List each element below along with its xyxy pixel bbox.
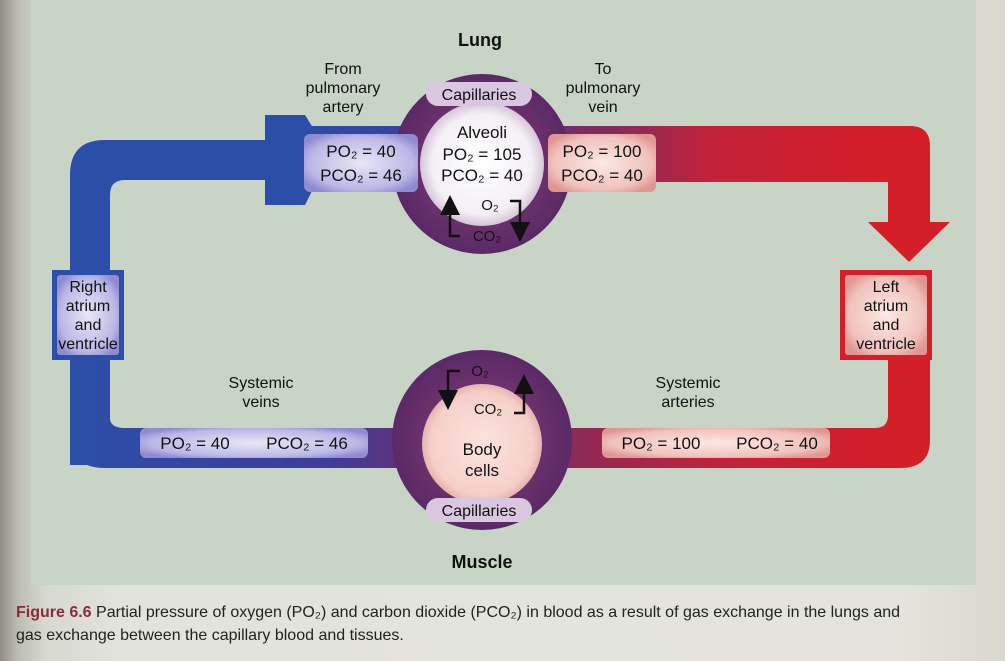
muscle-co2-label: CO₂ bbox=[474, 401, 503, 418]
from-pulmonary-artery-3: artery bbox=[323, 99, 364, 116]
caption-text-1: Partial pressure of oxygen (PO₂) and car… bbox=[96, 604, 901, 621]
to-pulmonary-vein-2: pulmonary bbox=[566, 80, 641, 97]
lung-o2-arrow bbox=[510, 199, 530, 242]
capillaries-top-label: Capillaries bbox=[442, 87, 517, 104]
muscle-label: Muscle bbox=[451, 552, 512, 572]
systemic-arteries-2: arteries bbox=[661, 394, 714, 411]
pulmonary-vein-arrowhead bbox=[868, 222, 950, 262]
figure-number: Figure 6.6 bbox=[16, 604, 92, 621]
pulmonary-artery-gas-box bbox=[304, 134, 418, 192]
lung-label: Lung bbox=[458, 30, 502, 50]
systemic-veins-1: Systemic bbox=[229, 375, 294, 392]
systemic-arteries-gas-box bbox=[602, 428, 830, 458]
pv-po2: PO₂ = 100 bbox=[563, 142, 642, 161]
capillaries-top-pill bbox=[426, 82, 532, 106]
sa-pco2: PCO₂ = 40 bbox=[736, 434, 818, 453]
alveoli-po2: PO₂ = 105 bbox=[443, 145, 522, 164]
figure-caption: Figure 6.6 Partial pressure of oxygen (P… bbox=[0, 598, 1005, 661]
pv-pco2: PCO₂ = 40 bbox=[561, 166, 643, 185]
left-heart-2: atrium bbox=[864, 298, 908, 315]
capillaries-bottom-label: Capillaries bbox=[442, 503, 517, 520]
figure-panel: Lung Muscle From pulmonary artery To pul… bbox=[30, 0, 976, 585]
sa-po2: PO₂ = 100 bbox=[622, 434, 701, 453]
right-heart-1: Right bbox=[69, 279, 107, 296]
left-heart-inner bbox=[845, 275, 927, 355]
left-heart-3: and bbox=[873, 317, 900, 334]
caption-line-2: gas exchange between the capillary blood… bbox=[16, 625, 404, 647]
systemic-veins-gas-box bbox=[140, 428, 368, 458]
right-heart-4: ventricle bbox=[58, 336, 118, 353]
gas-exchange-diagram: Lung Muscle From pulmonary artery To pul… bbox=[52, 30, 950, 572]
body-cells-circle bbox=[422, 384, 542, 504]
right-heart-3: and bbox=[75, 317, 102, 334]
systemic-veins-2: veins bbox=[242, 394, 279, 411]
lung-co2-label: CO₂ bbox=[473, 228, 502, 245]
pulmonary-vein-gas-box bbox=[548, 134, 656, 192]
pa-pco2: PCO₂ = 46 bbox=[320, 166, 402, 185]
muscle-o2-arrow bbox=[438, 369, 460, 410]
sv-po2: PO₂ = 40 bbox=[160, 434, 229, 453]
right-heart-inner bbox=[57, 275, 119, 355]
muscle-co2-arrow bbox=[514, 374, 534, 415]
from-pulmonary-artery-2: pulmonary bbox=[306, 80, 381, 97]
alveoli-label: Alveoli bbox=[457, 123, 507, 142]
muscle-o2-label: O₂ bbox=[471, 363, 489, 380]
pa-po2: PO₂ = 40 bbox=[326, 142, 395, 161]
to-pulmonary-vein-1: To bbox=[595, 61, 612, 78]
from-pulmonary-artery-1: From bbox=[324, 61, 361, 78]
caption-line-1: Figure 6.6 Partial pressure of oxygen (P… bbox=[16, 602, 900, 624]
left-heart-4: ventricle bbox=[856, 336, 916, 353]
caption-text-2: between the capillary blood and tissues. bbox=[120, 627, 404, 644]
systemic-arteries-1: Systemic bbox=[656, 375, 721, 392]
sv-pco2: PCO₂ = 46 bbox=[266, 434, 348, 453]
body-cells-1: Body bbox=[463, 440, 502, 459]
body-cells-2: cells bbox=[465, 461, 499, 480]
left-heart-1: Left bbox=[873, 279, 900, 296]
right-heart-2: atrium bbox=[66, 298, 110, 315]
pulmonary-vein-path bbox=[880, 126, 930, 225]
alveoli-pco2: PCO₂ = 40 bbox=[441, 166, 523, 185]
lung-co2-arrow bbox=[440, 195, 460, 238]
to-pulmonary-vein-3: vein bbox=[588, 99, 617, 116]
lung-o2-label: O₂ bbox=[481, 197, 499, 214]
capillaries-bottom-pill bbox=[426, 498, 532, 522]
caption-text-2-lead: gas exchange bbox=[16, 627, 116, 644]
